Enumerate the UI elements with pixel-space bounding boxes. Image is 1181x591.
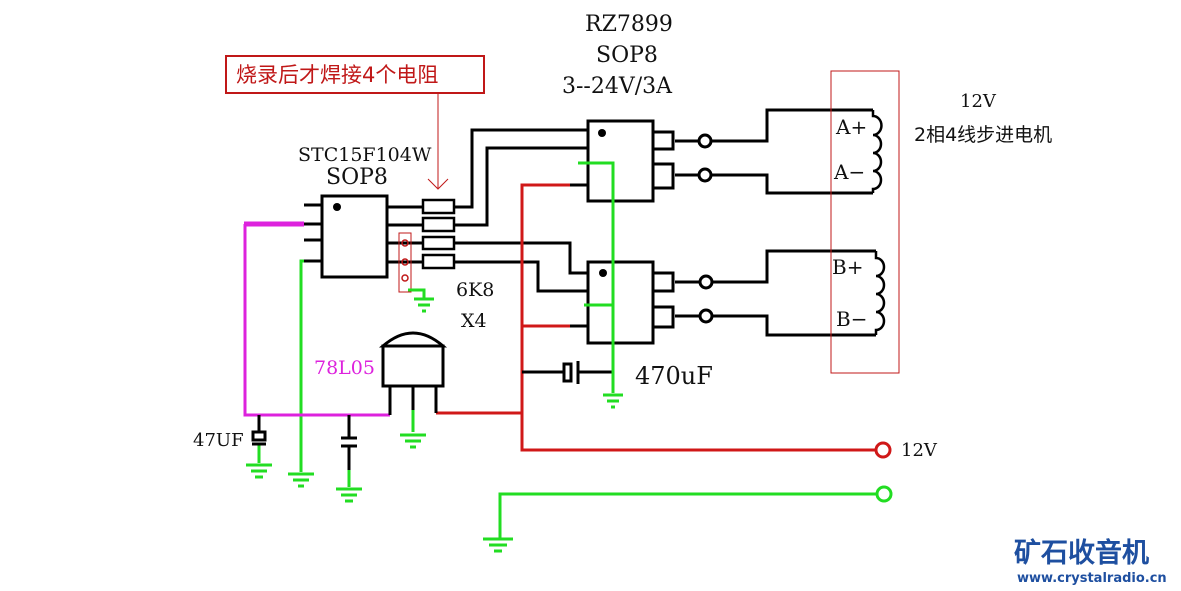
ground-icon <box>603 393 623 409</box>
ground-icon <box>246 463 272 479</box>
resistor-value-label: 6K8 <box>456 279 494 301</box>
resistor-3 <box>421 235 456 251</box>
motor-box <box>830 70 900 374</box>
bulk-capacitor-label: 470uF <box>635 362 713 390</box>
resistor-count-label: X4 <box>461 310 487 332</box>
decoupling-capacitor <box>341 415 357 470</box>
coil-a-minus-label: A− <box>833 160 865 184</box>
note-arrowhead <box>427 178 449 190</box>
supply-gnd-terminal <box>875 485 893 503</box>
resistor-1 <box>421 198 456 215</box>
ground-symbols <box>246 297 623 553</box>
ground-icon <box>336 487 362 503</box>
ground-icon <box>483 537 513 553</box>
supply-12v-label: 12V <box>901 440 938 461</box>
regulator-label: 78L05 <box>314 357 375 379</box>
resistor-4 <box>421 253 456 270</box>
note-box <box>225 55 485 94</box>
motor-desc-label: 2相4线步进电机 <box>914 124 1052 146</box>
driver-a-outputs <box>653 108 873 195</box>
ground-icon <box>288 472 314 488</box>
driver-b-outputs <box>653 249 876 337</box>
input-capacitor <box>251 415 267 446</box>
driver-package-label: SOP8 <box>596 43 658 68</box>
program-header <box>398 232 412 293</box>
motor-coil-a <box>871 110 883 193</box>
mcu-chip <box>320 194 389 279</box>
ground-icon <box>400 433 426 449</box>
input-capacitor-label: 47UF <box>193 430 244 451</box>
driver-a-chip <box>586 119 655 203</box>
resistor-array <box>421 198 456 270</box>
ground-icon <box>414 297 434 313</box>
driver-b-chip <box>586 260 655 345</box>
bulk-capacitor <box>522 361 612 384</box>
motor-voltage-label: 12V <box>960 91 997 112</box>
logo-cn: 矿石收音机 <box>1014 537 1149 569</box>
mcu-pin1-dot <box>333 203 341 211</box>
vcc5-net <box>243 221 390 417</box>
coil-b-minus-label: B− <box>836 307 867 331</box>
driver-spec-label: 3--24V/3A <box>562 74 673 99</box>
regulator-78l05 <box>378 331 448 415</box>
coil-b-plus-label: B+ <box>832 255 863 279</box>
supply-12v-terminal <box>874 441 892 459</box>
vcc12-rail <box>436 183 878 452</box>
motor-coil-b <box>874 251 886 335</box>
note-text: 烧录后才焊接4个电阻 <box>236 63 438 87</box>
mcu-left-pins <box>304 203 322 263</box>
logo-url: www.crystalradio.cn <box>1017 571 1167 586</box>
driver-name-label: RZ7899 <box>585 12 673 37</box>
signal-wires <box>454 128 588 293</box>
coil-a-plus-label: A+ <box>835 115 867 139</box>
mcu-right-pins <box>387 205 423 264</box>
ground-net <box>257 161 878 540</box>
mcu-package-label: SOP8 <box>326 165 388 190</box>
resistor-2 <box>421 216 456 233</box>
mcu-name-label: STC15F104W <box>298 144 432 166</box>
